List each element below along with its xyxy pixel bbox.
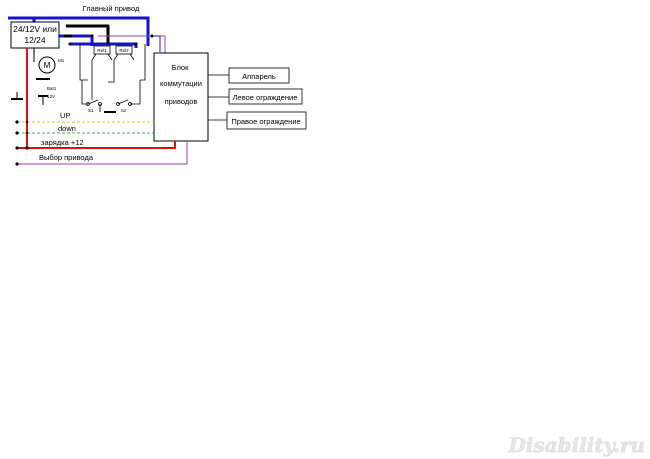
- drive-select-line: [17, 141, 188, 165]
- switch-2-label: S2: [121, 108, 127, 113]
- power-source-label-1: 24/12V или: [13, 24, 57, 34]
- relay-2-label: Rel2: [119, 48, 129, 53]
- power-source-label-2: 12/24: [24, 35, 46, 45]
- relay-2: [115, 45, 133, 55]
- motor-icon: [38, 56, 56, 74]
- motor-reference: M1: [58, 58, 65, 63]
- main-drive-label: Главный привод: [83, 4, 140, 13]
- watermark: Disability.ru: [507, 433, 645, 457]
- relay-1-label: Rel1: [97, 48, 107, 53]
- charge-signal-label: зарядка +12: [41, 138, 84, 147]
- control-block-label-1: Блок: [172, 63, 189, 72]
- drive-select-label: Выбор привода: [39, 153, 94, 162]
- control-block: [153, 52, 209, 142]
- battery-reference: Bat1: [47, 86, 57, 91]
- output-left-fence-box: [228, 88, 303, 105]
- output-wires: [208, 74, 229, 121]
- output-apparel-label: Аппарель: [242, 72, 276, 81]
- control-block-label-3: приводов: [165, 97, 198, 106]
- blue-thin-feed: [152, 35, 161, 52]
- power-source-box: [10, 21, 60, 49]
- charge-signal-line: [17, 141, 176, 149]
- relay-1: [93, 45, 111, 55]
- output-apparel-box: [228, 67, 290, 84]
- output-right-fence-box: [226, 111, 307, 130]
- output-right-fence-label: Правое ограждение: [231, 117, 300, 126]
- control-block-label-2: коммутации: [160, 79, 202, 88]
- select-wire-top: [98, 35, 166, 58]
- motor-symbol: M: [44, 61, 51, 70]
- down-signal-label: down: [58, 124, 76, 133]
- output-left-fence-label: Левое ограждение: [233, 93, 298, 102]
- relay-wiring: [79, 44, 146, 100]
- ground-wires: [64, 24, 110, 44]
- battery-voltage: 12V: [47, 94, 55, 99]
- up-signal-label: UP: [60, 111, 70, 120]
- terminal-dots: [15, 24, 154, 166]
- switch-1-label: S1: [88, 108, 94, 113]
- switch-contacts: [81, 80, 141, 112]
